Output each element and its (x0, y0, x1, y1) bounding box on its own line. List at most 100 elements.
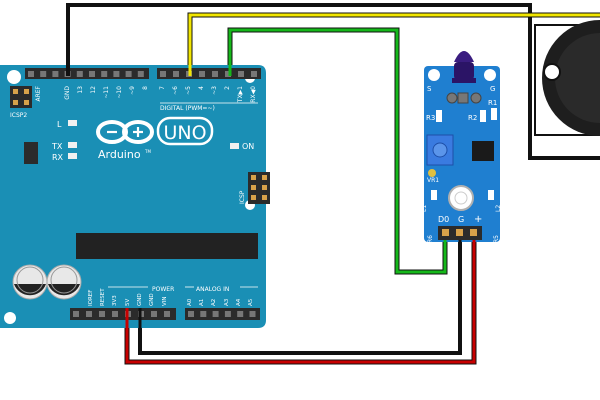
pin-label-5: ~5 (185, 86, 192, 95)
header-pin (101, 71, 108, 77)
mount-hole (7, 70, 21, 84)
pin-label-9: ~9 (129, 86, 136, 95)
pin-label-rx: RX◀0 (250, 86, 257, 103)
pin-label-12: 12 (90, 86, 97, 94)
pin-label-3v3: 3V3 (112, 295, 118, 306)
header-pin (125, 71, 132, 77)
pin-label-a1: A1 (199, 299, 205, 306)
led-tx (68, 142, 77, 148)
pin-label-3: ~3 (211, 86, 218, 95)
ir-led-icon (452, 51, 476, 83)
pin-label-2: 2 (224, 86, 231, 90)
uno-logo-text: UNO (163, 122, 206, 144)
analog-header (185, 308, 260, 320)
power-label: POWER (152, 286, 174, 293)
header-pin (251, 71, 257, 77)
header-pin (164, 311, 170, 317)
pin-label-vin: VIN (162, 297, 168, 307)
digital-header-left (25, 68, 149, 79)
pin-label-reset: RESET (100, 288, 106, 306)
header-pin (89, 71, 95, 77)
pin-label-4: 4 (198, 86, 205, 90)
header-pin (160, 71, 166, 77)
resistor-r1 (491, 108, 497, 120)
led-label-on: ON (242, 142, 254, 151)
sensor-label-l1: L1 (421, 205, 428, 212)
pin-label-8: 8 (142, 86, 149, 90)
sensor-label-d0: D0 (438, 215, 449, 224)
digital-label: DIGITAL (PWM=~) (160, 105, 215, 112)
header-pin (112, 311, 118, 317)
header-pin (86, 311, 92, 317)
microcontroller-chip (76, 233, 258, 259)
header-pin (151, 311, 157, 317)
sensor-label-plus: + (474, 214, 482, 225)
digital-header-right (157, 68, 261, 79)
led-label-l: L (57, 120, 62, 129)
pin-label-5v: 5V (125, 299, 131, 306)
header-pin (173, 71, 179, 77)
led-l2 (488, 190, 494, 200)
pin-label-gnd2: GND (149, 293, 155, 306)
sensor-label-r3: R3 (426, 114, 435, 122)
header-pin (188, 311, 194, 317)
power-header (70, 308, 176, 320)
pin-label-6: ~6 (172, 86, 179, 95)
sensor-label-r5: R5 (493, 235, 500, 243)
icsp-label: ICSP (239, 190, 246, 204)
pin-label-a2: A2 (211, 299, 217, 306)
pin-label-aref: AREF (35, 85, 42, 101)
comparator-chip (472, 141, 494, 161)
buzzer-hole (543, 63, 561, 81)
header-pin (40, 71, 47, 77)
header-pin (76, 71, 83, 77)
flame-sensor-module: S G R3 R2 R1 VR1 L1 L2 D0 G + R6 (421, 51, 502, 243)
sensor-label-vr1: VR1 (427, 177, 439, 184)
header-pin (238, 71, 244, 77)
icsp2-label: ICSP2 (10, 112, 27, 119)
analog-label: ANALOG IN (196, 286, 229, 293)
buzzer (534, 20, 600, 136)
header-pin (212, 311, 219, 317)
led-label-rx: RX (52, 153, 64, 162)
pin-label-a3: A3 (224, 298, 230, 306)
pin-label-a0: A0 (187, 298, 193, 306)
pin-label-tx: TX▶1 (237, 86, 244, 103)
header-pin (113, 71, 120, 77)
sensor-label-r1: R1 (488, 99, 497, 107)
led-on (230, 143, 239, 149)
pin-label-10: ~10 (116, 86, 123, 99)
pin-label-ioref: IOREF (88, 290, 94, 306)
resistor-r2 (480, 110, 486, 122)
resistor-r3 (436, 110, 442, 122)
trademark-text: TM (144, 149, 151, 154)
header-pin (212, 71, 218, 77)
usb-chip (24, 142, 38, 164)
capacitor (12, 264, 48, 300)
header-pin (99, 311, 105, 317)
header-pin (199, 71, 205, 77)
header-pin (237, 311, 244, 317)
header-pin (200, 311, 207, 317)
led-l (68, 120, 77, 126)
arduino-board: AREF GND 13 12 ~11 ~10 ~9 8 7 ~6 ~5 4 ~3… (0, 65, 270, 328)
header-pin (224, 311, 231, 317)
led-l1 (431, 190, 437, 200)
potentiometer-icon (426, 134, 454, 177)
pin-label-gnd-top: GND (64, 86, 71, 100)
led-label-tx: TX (51, 142, 63, 151)
pin-label-7: 7 (159, 86, 166, 90)
sensor-label-g: G (458, 215, 464, 224)
sensor-label-r2: R2 (468, 114, 477, 122)
led-rx (68, 153, 77, 159)
uno-badge (156, 116, 214, 146)
pin-label-13: 13 (77, 86, 84, 94)
sensor-label-l2: L2 (495, 205, 502, 212)
pin-label-a4: A4 (236, 298, 242, 306)
header-pin (52, 71, 59, 77)
header-pin (137, 71, 144, 77)
header-pin (225, 71, 231, 77)
pin-label-a5: A5 (248, 298, 254, 306)
header-pin (28, 71, 34, 77)
